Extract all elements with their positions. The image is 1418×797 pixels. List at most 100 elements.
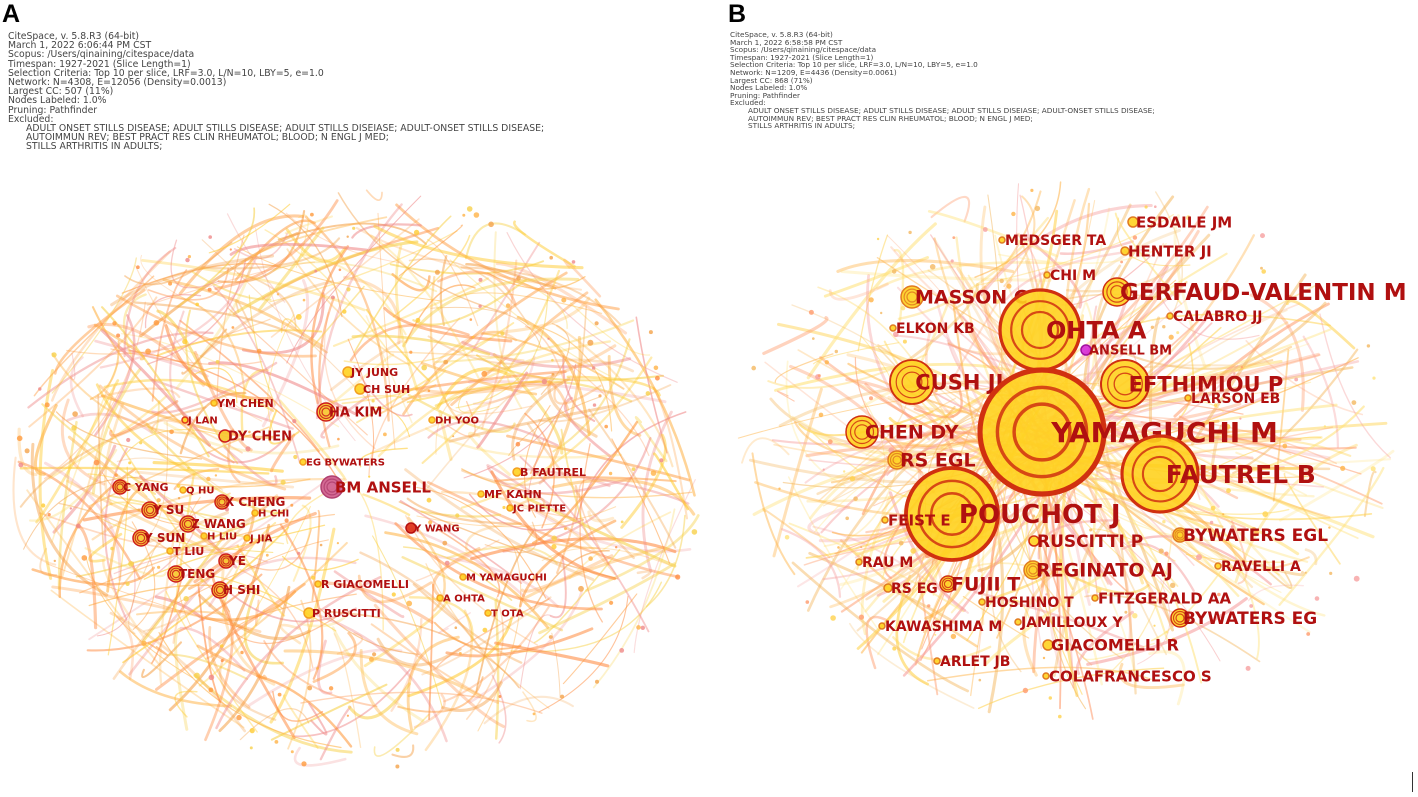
minor-node [500,331,505,336]
author-node[interactable]: H SHI [211,581,260,599]
citation-link [1091,463,1203,684]
minor-node [995,299,1000,304]
author-node[interactable]: R GIACOMELLI [314,578,409,591]
author-node[interactable]: T LIU [166,545,204,558]
author-node[interactable]: M YAMAGUCHI [459,573,547,584]
citation-link [198,609,266,687]
author-node[interactable]: H LIU [200,532,237,543]
citation-link [370,234,481,381]
author-node[interactable]: ARLET JB [933,654,1010,670]
node-ring [1131,445,1189,503]
author-node[interactable]: RUSCITTI P [1028,532,1143,552]
author-node[interactable]: CHEN DY [845,415,959,449]
author-node[interactable]: RAVELLI A [1214,559,1301,575]
author-node[interactable]: FAUTREL B [1120,434,1316,514]
citation-link [888,388,994,428]
minor-node [564,527,567,531]
author-node[interactable]: C YANG [112,479,169,495]
citation-link [1104,529,1173,678]
citation-link [97,394,105,548]
author-node[interactable]: J LAN [181,416,218,427]
author-node[interactable]: TENG [167,565,215,583]
author-node[interactable]: CHI M [1043,268,1096,284]
author-node[interactable]: BM ANSELL [320,475,431,499]
author-node[interactable]: GIACOMELLI R [1042,636,1179,655]
author-node[interactable]: ESDAILE JM [1127,213,1232,231]
author-node[interactable]: GERFAUD-VALENTIN M [1102,277,1407,307]
author-node[interactable]: CALABRO JJ [1166,309,1263,325]
author-node[interactable]: Y WANG [405,522,460,535]
author-node[interactable]: J JIA [243,534,273,545]
author-node[interactable]: BYWATERS EG [1170,608,1317,629]
citation-link [524,412,555,529]
author-node[interactable]: FITZGERALD AA [1091,589,1231,607]
author-node[interactable]: ELKON KB [889,321,975,337]
citation-link [979,205,1023,385]
author-node[interactable]: MASSON C [900,285,1028,309]
author-node[interactable]: YAMAGUCHI M [977,367,1278,497]
author-node[interactable]: H CHI [251,509,289,520]
minor-node [608,471,613,476]
author-node[interactable]: HA KIM [316,402,382,422]
author-node[interactable]: RAU M [855,555,913,571]
author-node[interactable]: JAMILLOUX Y [1014,615,1123,631]
author-node[interactable]: JY JUNG [342,366,398,379]
author-node[interactable]: MEDSGER TA [998,233,1106,249]
citation-link [115,294,317,358]
minor-node [307,685,313,691]
node-label: EG BYWATERS [306,458,385,469]
author-node[interactable]: MF KAHN [477,488,542,501]
citation-link [310,245,350,405]
author-node[interactable]: Y SU [141,501,184,519]
author-node[interactable]: LARSON EB [1184,391,1280,407]
citation-link [176,496,201,628]
minor-node [128,461,132,465]
author-node[interactable]: RS EG [883,581,938,597]
citation-link [347,338,375,466]
author-node[interactable]: OHTA A [998,288,1147,372]
author-node[interactable]: RS EGL [887,450,976,472]
author-node[interactable]: FUJII T [939,574,1020,596]
author-node[interactable]: DH YOO [428,416,479,427]
author-node[interactable]: KAWASHIMA M [878,619,1002,635]
author-node[interactable]: FEIST E [881,511,951,529]
node-ring [1174,529,1186,541]
author-node[interactable]: Q HU [179,486,214,497]
author-node[interactable]: Y SUN [132,529,185,547]
minor-node [1168,334,1174,340]
minor-node [615,546,618,549]
author-node[interactable]: DY CHEN [218,429,292,445]
minor-node [999,278,1004,284]
author-node[interactable]: EG BYWATERS [299,458,385,469]
author-node[interactable]: JC PIETTE [506,504,566,515]
panel-a-metadata: CiteSpace, v. 5.8.R3 (64-bit)March 1, 20… [8,32,544,152]
author-node[interactable]: HOSHINO T [978,595,1074,611]
node-circle [1091,594,1099,602]
author-node[interactable]: Z WANG [179,515,246,533]
minor-node [982,227,988,232]
author-node[interactable]: EFTHIMIOU P [1100,359,1283,409]
citation-link [436,367,512,410]
author-node[interactable]: B FAUTREL [512,466,586,479]
author-node[interactable]: BYWATERS EGL [1172,526,1328,546]
author-node[interactable]: T OTA [484,609,524,620]
citation-link [61,385,116,578]
node-ring [892,455,902,465]
author-node[interactable]: CUSH JJ [889,359,1003,405]
citation-link [890,246,1024,367]
minor-node [114,473,118,477]
author-node[interactable]: YM CHEN [210,397,274,410]
author-node[interactable]: P RUSCITTI [303,607,381,620]
author-node[interactable]: A OHTA [436,594,485,605]
author-node[interactable]: COLAFRANCESCO S [1042,667,1212,685]
node-label: J JIA [249,534,273,545]
citation-link [780,528,842,598]
author-node[interactable]: POUCHOT J [904,466,1121,562]
author-node[interactable]: CH SUH [354,383,410,396]
author-node[interactable]: ANSELL BM [1080,344,1172,359]
author-node[interactable]: YE [218,553,246,569]
author-node[interactable]: X CHENG [214,494,285,510]
author-node[interactable]: REGINATO AJ [1023,560,1173,582]
minor-node [845,516,849,521]
author-node[interactable]: HENTER JI [1120,242,1212,260]
